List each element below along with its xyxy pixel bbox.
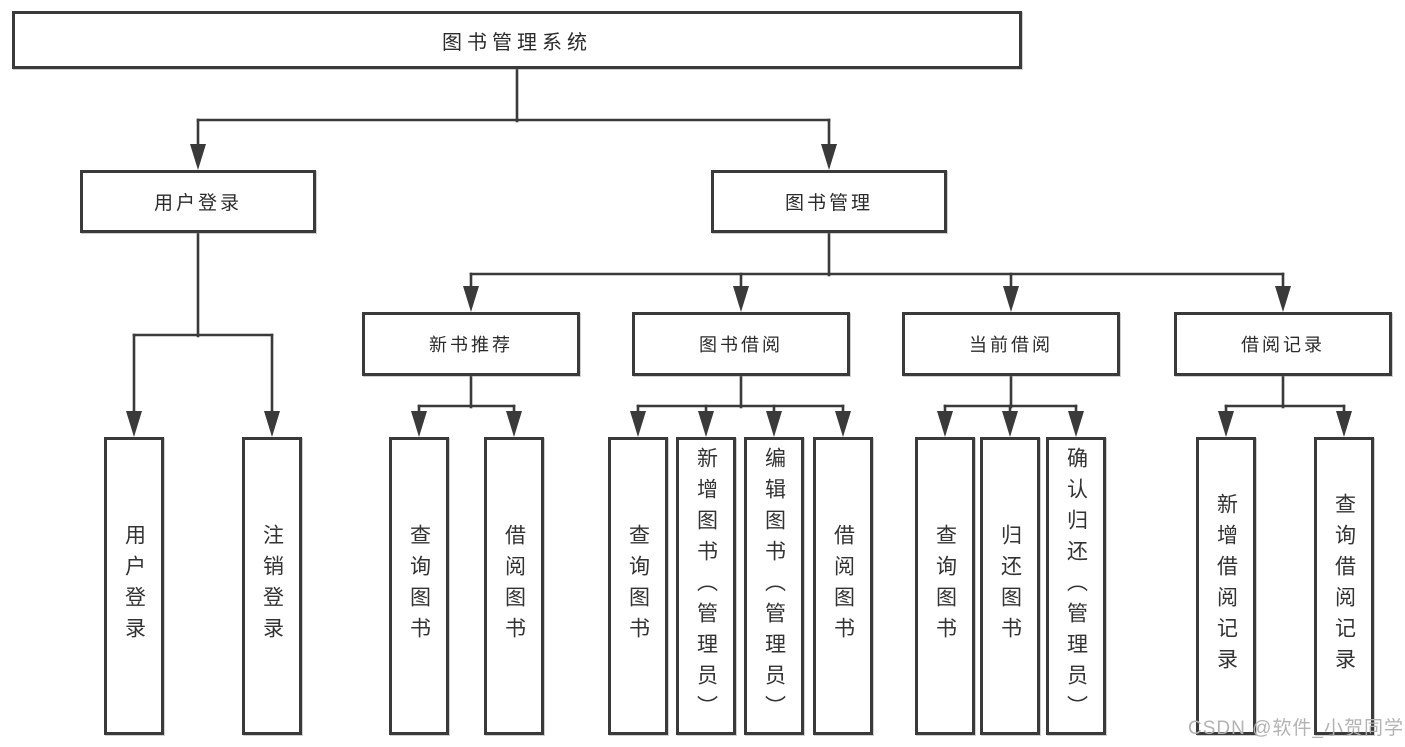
arrowhead xyxy=(264,411,280,437)
leaf-currentborrow-return: 归还图书 xyxy=(980,437,1040,735)
node-user-login-label: 用户登录 xyxy=(153,193,242,214)
arrowhead xyxy=(766,411,782,437)
connector-bookmgmt-to-level3 xyxy=(463,231,1291,312)
node-root-label: 图书管理系统 xyxy=(442,31,592,54)
leaf-borrowrecord-query-label: 查询借阅记录 xyxy=(1332,493,1356,679)
arrowhead xyxy=(1336,411,1352,437)
leaf-currentborrow-query-label: 查询图书 xyxy=(933,524,957,648)
node-root: 图书管理系统 xyxy=(12,11,1022,69)
arrowhead xyxy=(698,411,714,437)
leaf-bookborrow-borrow: 借阅图书 xyxy=(813,437,873,735)
connector-userlogin-to-leaves xyxy=(126,231,280,437)
leaf-currentborrow-return-label: 归还图书 xyxy=(998,524,1022,648)
leaf-bookborrow-borrow-label: 借阅图书 xyxy=(831,524,855,648)
arrowhead xyxy=(1275,286,1291,312)
arrowhead xyxy=(190,144,206,170)
arrowhead xyxy=(411,411,427,437)
node-book-borrow: 图书借阅 xyxy=(632,312,850,376)
arrowhead xyxy=(937,411,953,437)
leaf-user-login: 用户登录 xyxy=(104,437,164,735)
leaf-borrowrecord-add-label: 新增借阅记录 xyxy=(1214,493,1238,679)
arrowhead xyxy=(463,286,479,312)
arrowhead xyxy=(733,286,749,312)
connector-bookborrow-to-leaves xyxy=(630,374,851,437)
leaf-newbook-query-label: 查询图书 xyxy=(407,524,431,648)
leaf-bookborrow-add-label: 新增图书（管理员） xyxy=(694,446,718,726)
leaf-bookborrow-add: 新增图书（管理员） xyxy=(676,437,736,735)
arrowhead xyxy=(1218,411,1234,437)
arrowhead xyxy=(506,411,522,437)
leaf-bookborrow-query: 查询图书 xyxy=(608,437,668,735)
node-new-book-label: 新书推荐 xyxy=(429,335,513,355)
leaf-bookborrow-query-label: 查询图书 xyxy=(626,524,650,648)
node-borrow-record: 借阅记录 xyxy=(1174,312,1392,376)
leaf-user-login-label: 用户登录 xyxy=(122,524,146,648)
arrowhead xyxy=(1003,286,1019,312)
leaf-currentborrow-confirm: 确认归还（管理员） xyxy=(1046,437,1106,735)
node-book-borrow-label: 图书借阅 xyxy=(699,335,783,355)
arrowhead xyxy=(821,144,837,170)
arrowhead xyxy=(1068,411,1084,437)
csdn-watermark: CSDN @软件_小贺同学 xyxy=(1188,718,1404,739)
node-current-borrow: 当前借阅 xyxy=(902,312,1120,376)
node-book-mgmt: 图书管理 xyxy=(711,170,947,233)
node-borrow-record-label: 借阅记录 xyxy=(1241,335,1325,355)
connector-currentborrow-to-leaves xyxy=(937,374,1084,437)
connector-borrowrecord-to-leaves xyxy=(1218,374,1352,437)
leaf-logout-label: 注销登录 xyxy=(260,524,284,648)
leaf-currentborrow-query: 查询图书 xyxy=(915,437,975,735)
leaf-bookborrow-edit: 编辑图书（管理员） xyxy=(744,437,804,735)
arrowhead xyxy=(1002,411,1018,437)
leaf-newbook-borrow-label: 借阅图书 xyxy=(502,524,526,648)
node-new-book: 新书推荐 xyxy=(362,312,580,376)
arrowhead xyxy=(835,411,851,437)
leaf-borrowrecord-query: 查询借阅记录 xyxy=(1314,437,1374,735)
node-book-mgmt-label: 图书管理 xyxy=(784,193,873,214)
node-current-borrow-label: 当前借阅 xyxy=(969,335,1053,355)
connector-root-to-level2 xyxy=(190,67,837,170)
leaf-logout: 注销登录 xyxy=(242,437,302,735)
leaf-borrowrecord-add: 新增借阅记录 xyxy=(1196,437,1256,735)
leaf-currentborrow-confirm-label: 确认归还（管理员） xyxy=(1064,446,1088,726)
arrowhead xyxy=(630,411,646,437)
arrowhead xyxy=(126,411,142,437)
connector-newbook-to-leaves xyxy=(411,374,522,437)
leaf-newbook-query: 查询图书 xyxy=(389,437,449,735)
leaf-newbook-borrow: 借阅图书 xyxy=(484,437,544,735)
node-user-login: 用户登录 xyxy=(80,170,316,233)
leaf-bookborrow-edit-label: 编辑图书（管理员） xyxy=(762,446,786,726)
